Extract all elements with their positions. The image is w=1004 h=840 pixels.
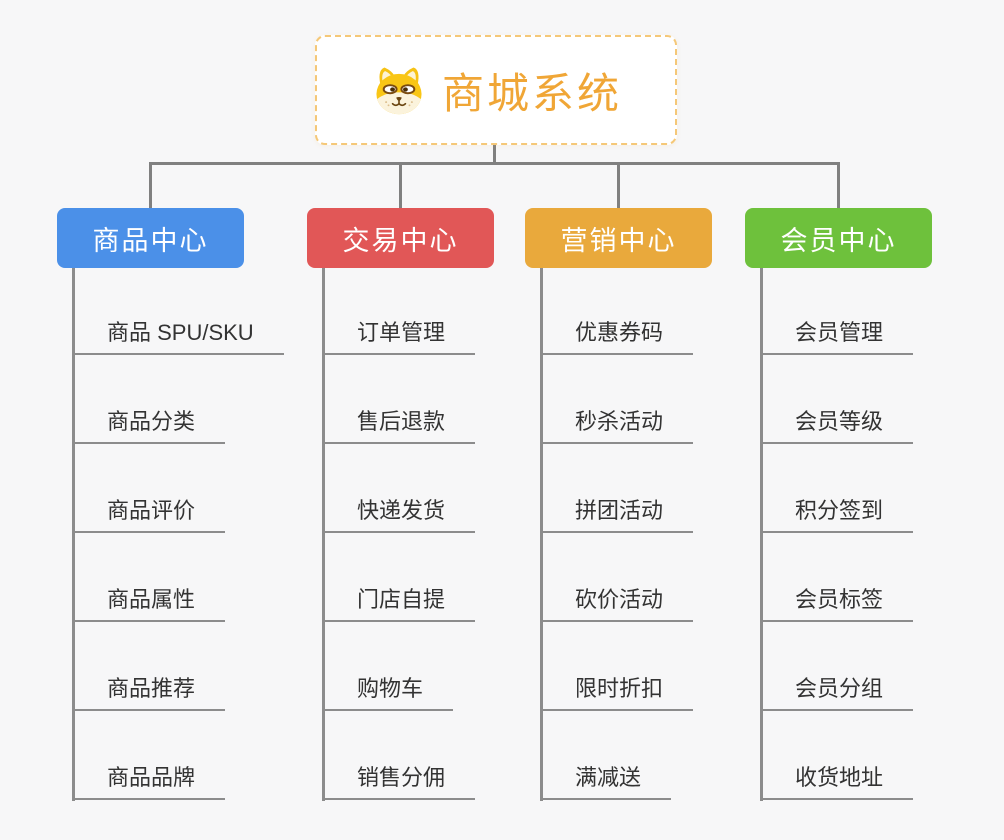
topic-label: 满减送 [575,764,642,790]
topic-node[interactable]: 优惠券码 [540,266,694,355]
connector-horizontal [149,162,840,165]
topic-node[interactable]: 商品评价 [72,444,226,533]
topic-label: 购物车 [357,675,424,701]
branch-items: 会员管理会员等级积分签到会员标签会员分组收货地址 [760,266,914,800]
topic-node[interactable]: 会员分组 [760,622,914,711]
dog-face-icon [376,67,422,115]
topic-node[interactable]: 门店自提 [322,533,476,622]
topic-label: 快递发货 [357,497,446,523]
topic-node[interactable]: 快递发货 [322,444,476,533]
branch-label: 营销中心 [560,225,677,256]
topic-label: 商品评价 [107,497,196,523]
topic-node[interactable]: 购物车 [322,622,454,711]
root-node[interactable]: 商城系统 [315,35,677,145]
topic-label: 商品推荐 [107,675,196,701]
topic-label: 门店自提 [357,586,446,612]
branch-items: 优惠券码秒杀活动拼团活动砍价活动限时折扣满减送 [540,266,694,800]
topic-node[interactable]: 收货地址 [760,711,914,800]
topic-label: 会员等级 [795,408,884,434]
connector-drop [149,162,152,209]
topic-label: 商品品牌 [107,764,196,790]
topic-node[interactable]: 积分签到 [760,444,914,533]
connector-trunk [72,268,75,801]
branch-label: 会员中心 [780,225,897,256]
branch-node-product-center[interactable]: 商品中心 [57,208,244,268]
connector-drop [617,162,620,209]
topic-label: 订单管理 [357,319,446,345]
topic-label: 商品分类 [107,408,196,434]
topic-label: 限时折扣 [575,675,664,701]
topic-label: 商品属性 [107,586,196,612]
topic-node[interactable]: 订单管理 [322,266,476,355]
branch-items: 商品 SPU/SKU 商品分类商品评价商品属性商品推荐商品品牌 [72,266,284,800]
branch-node-member-center[interactable]: 会员中心 [745,208,932,268]
topic-label: 会员管理 [795,319,884,345]
topic-node[interactable]: 商品 SPU/SKU [72,266,284,355]
topic-node[interactable]: 满减送 [540,711,672,800]
topic-node[interactable]: 限时折扣 [540,622,694,711]
connector-trunk [322,268,325,801]
topic-label: 砍价活动 [575,586,664,612]
topic-label: 收货地址 [795,764,884,790]
topic-label: 秒杀活动 [575,408,664,434]
topic-node[interactable]: 商品品牌 [72,711,226,800]
branch-items: 订单管理售后退款快递发货门店自提购物车销售分佣 [322,266,476,800]
root-title: 商城系统 [441,69,622,117]
topic-label: 会员标签 [795,586,884,612]
topic-label: 会员分组 [795,675,884,701]
topic-node[interactable]: 会员标签 [760,533,914,622]
topic-node[interactable]: 售后退款 [322,355,476,444]
connector-trunk [760,268,763,801]
topic-node[interactable]: 商品推荐 [72,622,226,711]
connector-drop [837,162,840,209]
connector-drop [399,162,402,209]
topic-node[interactable]: 拼团活动 [540,444,694,533]
branch-label: 商品中心 [92,225,209,256]
topic-label: 售后退款 [357,408,446,434]
branch-label: 交易中心 [342,225,459,256]
connector-root-stub [493,144,496,164]
topic-label: 积分签到 [795,497,884,523]
topic-node[interactable]: 秒杀活动 [540,355,694,444]
branch-node-trade-center[interactable]: 交易中心 [307,208,494,268]
branch-column: 交易中心 订单管理售后退款快递发货门店自提购物车销售分佣 [307,208,547,801]
branch-column: 营销中心 优惠券码秒杀活动拼团活动砍价活动限时折扣满减送 [525,208,765,801]
topic-label: 销售分佣 [357,764,446,790]
branch-column: 商品中心 商品 SPU/SKU 商品分类商品评价商品属性商品推荐商品品牌 [57,208,297,801]
connector-trunk [540,268,543,801]
topic-node[interactable]: 会员等级 [760,355,914,444]
branch-column: 会员中心 会员管理会员等级积分签到会员标签会员分组收货地址 [745,208,985,801]
topic-node[interactable]: 销售分佣 [322,711,476,800]
topic-label: 拼团活动 [575,497,664,523]
topic-label: 商品 SPU/SKU [107,319,254,345]
topic-node[interactable]: 商品属性 [72,533,226,622]
topic-label: 优惠券码 [575,319,664,345]
topic-node[interactable]: 商品分类 [72,355,226,444]
topic-node[interactable]: 会员管理 [760,266,914,355]
topic-node[interactable]: 砍价活动 [540,533,694,622]
branch-node-marketing-center[interactable]: 营销中心 [525,208,712,268]
